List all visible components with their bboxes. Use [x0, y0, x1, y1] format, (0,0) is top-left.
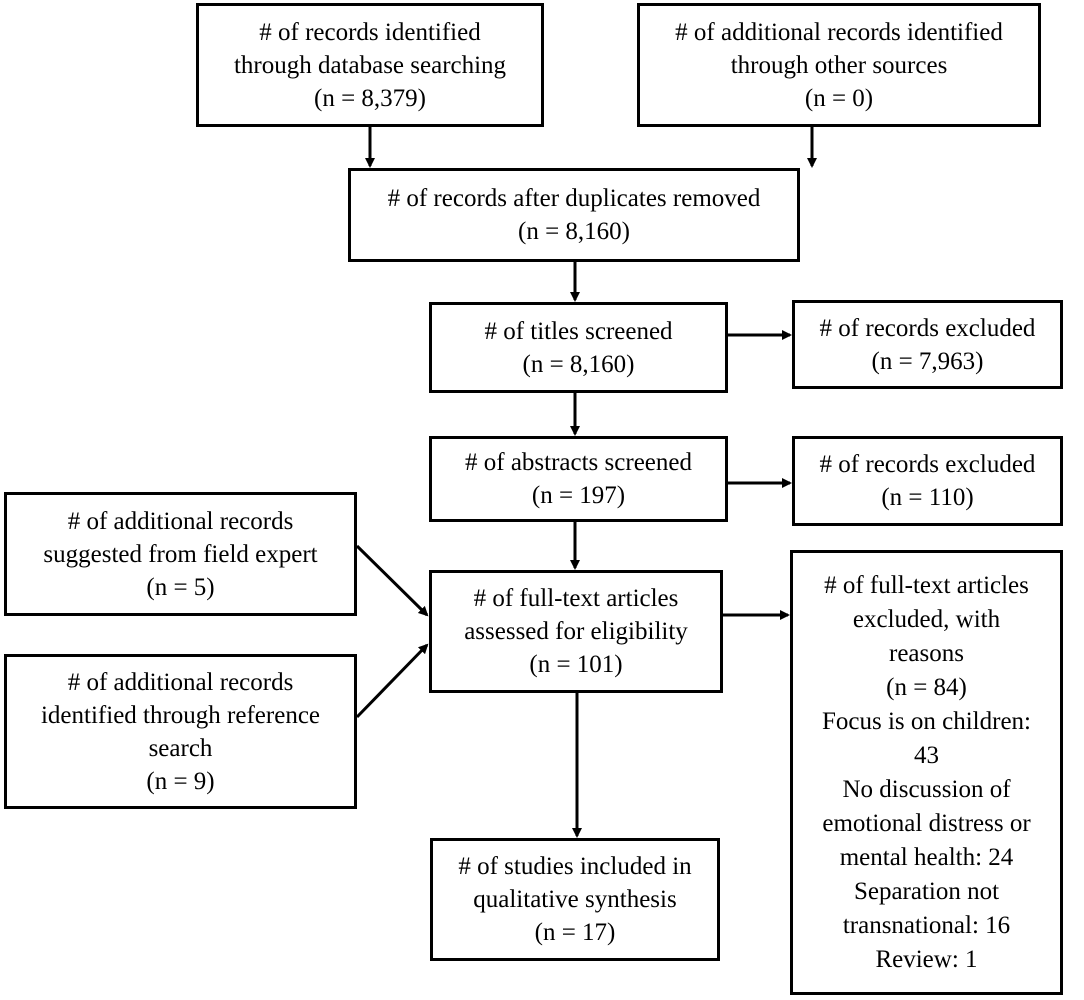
box-line: # of titles screened	[484, 317, 673, 345]
box-abstracts-excluded: # of records excluded (n = 110)	[792, 436, 1063, 526]
box-line: # of full-text articles	[473, 585, 679, 612]
box-titles-excluded: # of records excluded (n = 7,963)	[792, 300, 1063, 389]
box-line: Focus is on children:	[821, 708, 1031, 735]
box-line: # of records excluded	[819, 451, 1036, 478]
box-line: through database searching	[233, 51, 507, 79]
box-line: # of records identified	[259, 18, 481, 46]
box-line: (n = 110)	[881, 484, 974, 511]
box-line: (n = 84)	[886, 674, 967, 701]
box-line: search	[148, 734, 213, 762]
box-line: # of full-text articles	[824, 572, 1029, 599]
box-line: (n = 101)	[529, 651, 623, 678]
box-line: # of additional records identified	[675, 18, 1003, 46]
arrow-expert-to-fulltext	[355, 544, 429, 617]
box-line: (n = 9)	[146, 767, 215, 795]
box-line: qualitative synthesis	[473, 886, 677, 913]
box-line: (n = 197)	[531, 482, 626, 509]
box-line: through other sources	[730, 51, 948, 79]
box-line: # of abstracts screened	[465, 449, 692, 476]
box-line: # of studies included in	[458, 853, 692, 880]
box-line: Review: 1	[875, 946, 978, 973]
box-line: (n = 17)	[534, 919, 616, 946]
box-line: # of additional records	[67, 507, 294, 535]
box-line: (n = 7,963)	[871, 347, 984, 375]
box-line: identified through reference	[40, 701, 321, 729]
box-abstracts-screened: # of abstracts screened (n = 197)	[429, 436, 728, 522]
box-line: # of records excluded	[819, 314, 1036, 342]
arrow-reference-to-fulltext	[355, 643, 429, 719]
box-line: suggested from field expert	[43, 540, 318, 568]
box-line: mental health: 24	[839, 844, 1014, 871]
box-line: # of additional records	[67, 668, 294, 696]
box-line: emotional distress or	[822, 810, 1031, 837]
box-line: (n = 5)	[146, 573, 215, 601]
box-after-duplicates: # of records after duplicates removed (n…	[348, 168, 800, 262]
box-reference-search: # of additional records identified throu…	[4, 654, 357, 809]
box-line: transnational: 16	[842, 912, 1011, 939]
box-line: 43	[914, 742, 939, 769]
box-database-search: # of records identified through database…	[196, 3, 544, 127]
box-line: reasons	[889, 640, 964, 667]
box-line: Separation not	[853, 878, 1000, 905]
box-fulltext-assessed: # of full-text articles assessed for eli…	[429, 570, 723, 693]
box-line: excluded, with	[852, 606, 1001, 633]
box-studies-included: # of studies included in qualitative syn…	[430, 838, 720, 961]
box-line: # of records after duplicates removed	[387, 185, 761, 212]
box-fulltext-excluded: # of full-text articles excluded, with r…	[790, 550, 1063, 995]
box-line: (n = 8,160)	[518, 218, 630, 245]
box-line: (n = 8,160)	[522, 350, 635, 378]
box-field-expert: # of additional records suggested from f…	[4, 492, 357, 616]
box-line: assessed for eligibility	[464, 618, 688, 645]
box-other-sources: # of additional records identified throu…	[637, 3, 1041, 127]
box-line: (n = 0)	[804, 84, 874, 112]
box-titles-screened: # of titles screened (n = 8,160)	[429, 302, 728, 393]
box-line: No discussion of	[842, 776, 1011, 803]
box-line: (n = 8,379)	[314, 84, 426, 112]
